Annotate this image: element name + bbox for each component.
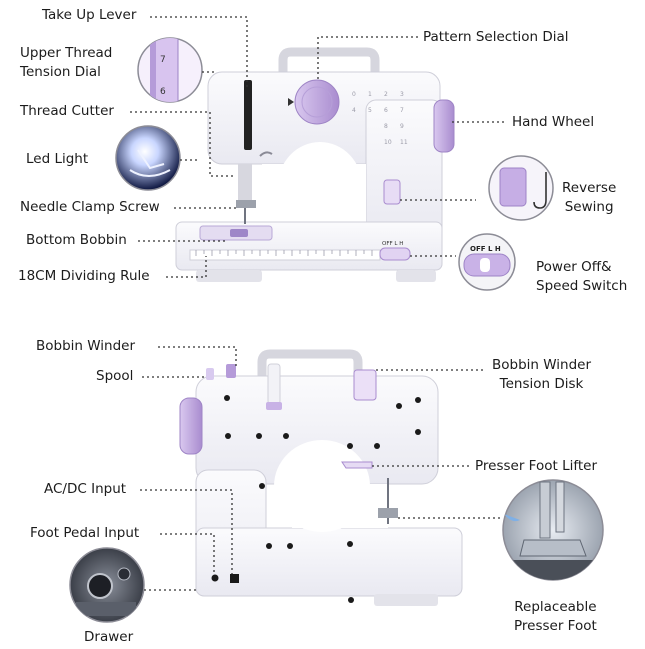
tension-dial-number-top: 7 <box>160 55 166 65</box>
label-ac-dc-input: AC/DC Input <box>44 481 127 497</box>
svg-text:8: 8 <box>384 123 388 130</box>
svg-text:10: 10 <box>384 139 392 146</box>
svg-text:5: 5 <box>368 107 372 114</box>
inset-replaceable-presser-foot <box>502 479 604 581</box>
label-thread-cutter: Thread Cutter <box>20 103 114 119</box>
svg-text:11: 11 <box>400 139 408 146</box>
label-hand-wheel: Hand Wheel <box>512 114 595 130</box>
svg-text:3: 3 <box>400 91 404 98</box>
label-reverse-sewing: Reverse Sewing <box>562 180 617 215</box>
label-foot-pedal-input: Foot Pedal Input <box>30 525 140 541</box>
svg-text:9: 9 <box>400 123 404 130</box>
label-power-speed-switch: Power Off& Speed Switch <box>536 259 628 294</box>
label-drawer: Drawer <box>84 629 134 645</box>
label-needle-clamp-screw: Needle Clamp Screw <box>20 199 160 215</box>
label-led-light: Led Light <box>26 151 89 167</box>
svg-text:2: 2 <box>384 91 388 98</box>
inset-power-switch: OFF L H <box>458 233 516 291</box>
switch-off-l-h-text: OFF L H <box>382 241 403 247</box>
inset-reverse-sewing <box>488 155 554 221</box>
label-bobbin-winder: Bobbin Winder <box>36 338 136 354</box>
label-spool: Spool <box>96 368 134 384</box>
label-dividing-rule: 18CM Dividing Rule <box>18 268 150 284</box>
label-pattern-selection-dial: Pattern Selection Dial <box>423 29 569 45</box>
svg-text:0: 0 <box>352 91 356 98</box>
svg-text:4: 4 <box>352 107 356 114</box>
svg-text:1: 1 <box>368 91 372 98</box>
tension-dial-number-bottom: 6 <box>160 87 166 97</box>
rear-view-machine <box>179 349 463 606</box>
label-bobbin-winder-tension-disk: Bobbin Winder Tension Disk <box>492 357 592 392</box>
label-upper-thread-tension-dial: Upper Thread Tension Dial <box>20 45 113 80</box>
label-bottom-bobbin: Bottom Bobbin <box>26 232 127 248</box>
svg-text:6: 6 <box>384 107 388 114</box>
leader-lines <box>130 16 504 591</box>
front-view-machine: 0 1 2 3 4 5 6 7 8 9 10 11 OFF L H <box>175 47 455 282</box>
label-take-up-lever: Take Up Lever <box>42 7 137 23</box>
label-replaceable-presser-foot: Replaceable Presser Foot <box>514 599 597 634</box>
inset-led-light <box>115 125 181 191</box>
svg-text:7: 7 <box>400 107 404 114</box>
inset-drawer <box>69 547 145 623</box>
label-presser-foot-lifter: Presser Foot Lifter <box>475 458 598 474</box>
inset-switch-off-l-h-text: OFF L H <box>470 245 501 253</box>
inset-upper-tension-dial: 7 6 <box>137 37 203 103</box>
